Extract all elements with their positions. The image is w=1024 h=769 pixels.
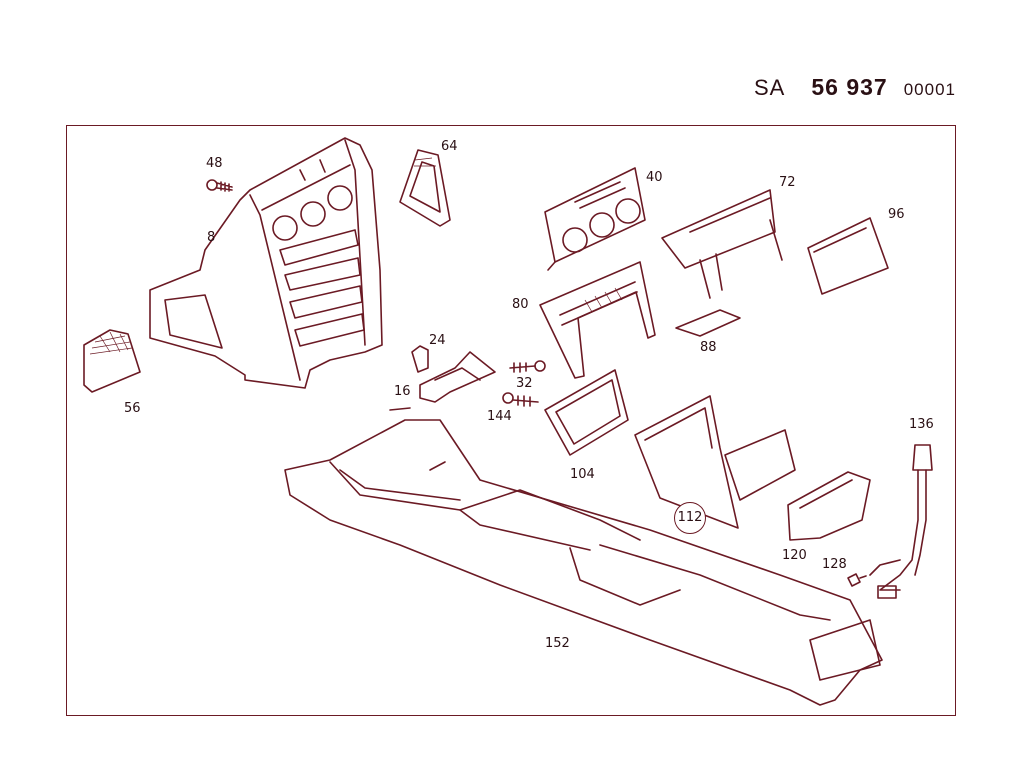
part-128-bulb	[847, 573, 867, 587]
callout-8: 8	[207, 230, 216, 245]
callout-72: 72	[779, 175, 796, 190]
header-number: 56 937	[811, 74, 888, 100]
header-prefix: SA	[754, 75, 786, 100]
part-8-carrier	[149, 137, 383, 389]
callout-152: 152	[545, 636, 570, 651]
callout-96: 96	[888, 207, 905, 222]
part-32-144-screws	[502, 360, 546, 407]
callout-48: 48	[206, 156, 223, 171]
callout-88: 88	[700, 340, 717, 355]
callout-120: 120	[782, 548, 807, 563]
callout-144: 144	[487, 409, 512, 424]
callout-104: 104	[570, 467, 595, 482]
part-56-cover	[83, 329, 141, 393]
callout-80: 80	[512, 297, 529, 312]
part-112-insert	[634, 395, 796, 529]
part-80-vent-grille	[539, 261, 656, 379]
part-88-small-tray	[675, 309, 741, 337]
callout-112: 112	[674, 502, 706, 534]
part-96-cover-plate	[807, 217, 889, 295]
part-104-bezel	[544, 369, 629, 456]
drawing-frame	[66, 125, 956, 716]
part-16-24-brackets	[411, 345, 496, 403]
part-72-tray-frame	[661, 189, 783, 299]
part-40-control-panel	[544, 167, 646, 271]
part-64-trim-frame	[399, 149, 451, 227]
callout-56: 56	[124, 401, 141, 416]
header-suffix: 00001	[903, 80, 956, 99]
callout-32: 32	[516, 376, 533, 391]
part-152-console-body	[284, 407, 883, 706]
part-136-socket-wiring	[869, 444, 933, 599]
callout-16: 16	[394, 384, 411, 399]
callout-24: 24	[429, 333, 446, 348]
part-48-screw	[206, 179, 233, 192]
drawing-header: SA 56 937 00001	[754, 74, 956, 101]
part-120-storage-box	[787, 471, 871, 541]
callout-128: 128	[822, 557, 847, 572]
callout-136: 136	[909, 417, 934, 432]
callout-64: 64	[441, 139, 458, 154]
callout-40: 40	[646, 170, 663, 185]
